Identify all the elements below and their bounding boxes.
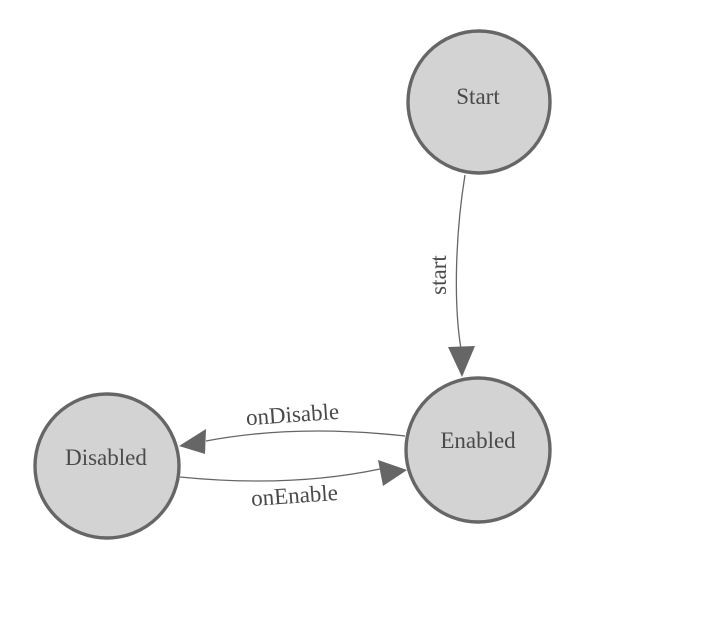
state-node-disabled[interactable]: Disabled — [33, 392, 181, 540]
edge-enabled-to-disabled: onDisable — [179, 399, 406, 454]
edge-label-start: start — [426, 255, 451, 295]
state-label-disabled: Disabled — [65, 445, 147, 470]
arrowhead-left-icon — [179, 429, 206, 454]
arrowhead-down-icon — [448, 346, 475, 377]
state-node-enabled[interactable]: Enabled — [404, 376, 552, 524]
edge-onenable-line — [179, 468, 381, 482]
arrowhead-right-icon — [378, 460, 407, 486]
state-circle-start[interactable] — [406, 29, 552, 175]
state-circle-disabled[interactable] — [33, 392, 181, 540]
state-label-start: Start — [456, 84, 500, 109]
state-label-enabled: Enabled — [440, 428, 516, 453]
edge-disabled-to-enabled: onEnable — [179, 460, 407, 511]
state-node-start[interactable]: Start — [406, 29, 552, 175]
edge-ondisable-line — [205, 430, 406, 442]
edge-start-line — [455, 174, 466, 350]
edge-label-ondisable: onDisable — [245, 399, 340, 430]
edge-start-to-enabled: start — [426, 174, 475, 377]
edge-label-onenable: onEnable — [250, 480, 338, 511]
state-circle-enabled[interactable] — [404, 376, 552, 524]
